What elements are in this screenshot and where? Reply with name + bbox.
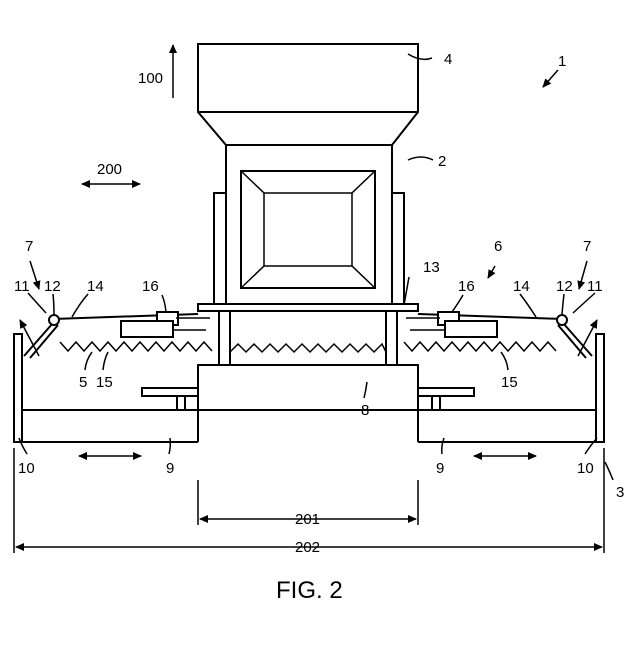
- leader-lines: [19, 54, 613, 480]
- right-arm-assembly: [406, 312, 592, 358]
- label-10-left: 10: [18, 460, 35, 477]
- hopper: [198, 44, 418, 145]
- cross-bar: [198, 304, 418, 366]
- label-16-right: 16: [458, 278, 475, 295]
- label-100: 100: [138, 70, 163, 87]
- label-14-left: 14: [87, 278, 104, 295]
- label-11-left: 11: [14, 278, 30, 295]
- label-2: 2: [438, 153, 446, 170]
- zigzag-elements: [60, 342, 556, 352]
- label-200: 200: [97, 161, 122, 178]
- label-11-right: 11: [587, 278, 603, 295]
- label-15-right: 15: [501, 374, 518, 391]
- label-12-right: 12: [556, 278, 573, 295]
- label-10-right: 10: [577, 460, 594, 477]
- motion-arrows: [20, 45, 597, 456]
- label-202: 202: [295, 539, 320, 556]
- reference-labels: 4 1 100 200 2 7 7 6 13 11 12 14 16 16 14…: [14, 51, 624, 604]
- label-7-right: 7: [583, 238, 591, 255]
- label-1: 1: [558, 53, 566, 70]
- central-housing: [214, 145, 404, 305]
- label-7-left: 7: [25, 238, 33, 255]
- label-16-left: 16: [142, 278, 159, 295]
- figure-caption: FIG. 2: [276, 577, 343, 604]
- label-5: 5: [79, 374, 87, 391]
- label-9-right: 9: [436, 460, 444, 477]
- label-8: 8: [361, 402, 369, 419]
- left-arm-assembly: [24, 312, 210, 358]
- label-13: 13: [423, 259, 440, 276]
- label-3: 3: [616, 484, 624, 501]
- label-14-right: 14: [513, 278, 530, 295]
- label-6: 6: [494, 238, 502, 255]
- label-201: 201: [295, 511, 320, 528]
- label-12-left: 12: [44, 278, 61, 295]
- label-9-left: 9: [166, 460, 174, 477]
- label-15-left: 15: [96, 374, 113, 391]
- dimension-lines: [14, 448, 604, 553]
- label-4: 4: [444, 51, 452, 68]
